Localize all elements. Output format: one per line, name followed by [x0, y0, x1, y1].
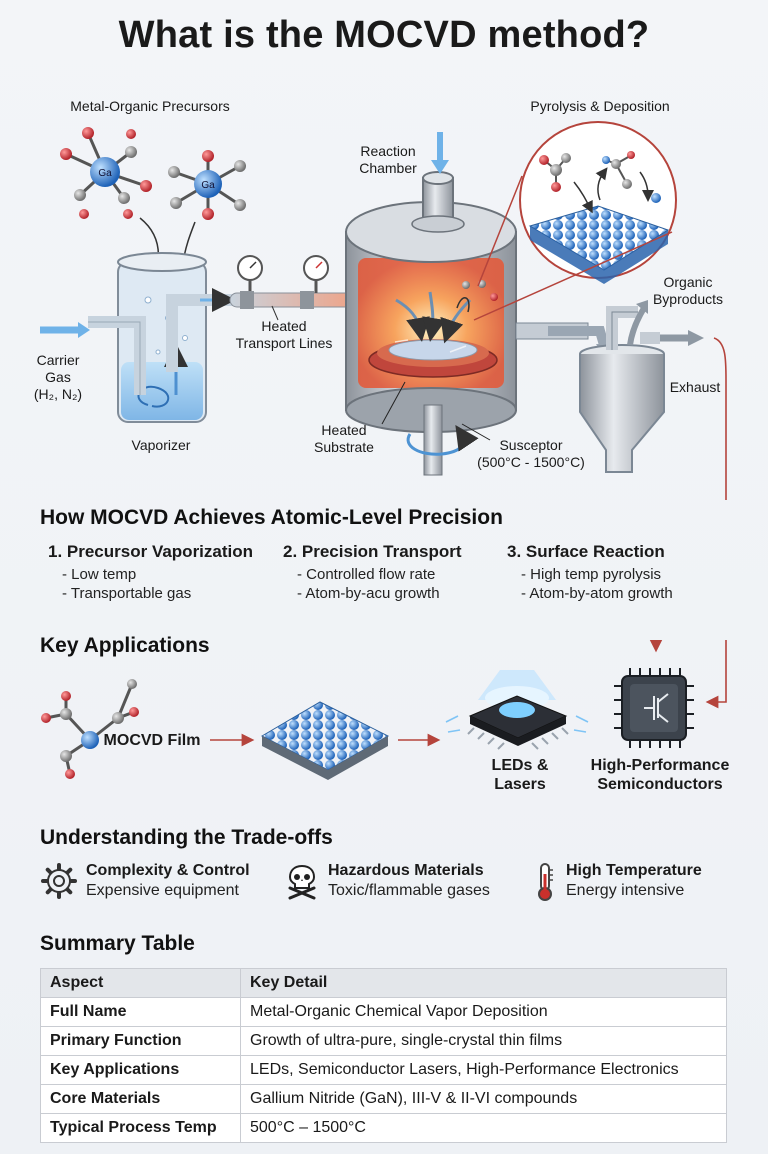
- page-title: What is the MOCVD method?: [118, 14, 650, 56]
- table-row: Primary Function Growth of ultra-pure, s…: [40, 1026, 727, 1056]
- table-row: Typical Process Temp 500°C – 1500°C: [40, 1113, 727, 1143]
- ga-symbol: Ga: [98, 168, 112, 179]
- pressure-gauge-1: [237, 255, 263, 293]
- tradeoff-hazardous: Hazardous Materials Toxic/flammable gase…: [284, 862, 490, 900]
- thermometer-icon: [538, 863, 553, 901]
- step-3-line-2: - Atom-by-atom growth: [521, 585, 673, 602]
- led-chip-icon: [445, 670, 589, 750]
- table-header-detail: Key Detail: [240, 968, 727, 998]
- table-cell: Full Name: [40, 997, 241, 1027]
- table-cell: Growth of ultra-pure, single-crystal thi…: [240, 1026, 727, 1056]
- table-row: Full Name Metal-Organic Chemical Vapor D…: [40, 997, 727, 1027]
- step-1-title: 1. Precursor Vaporization: [48, 542, 254, 561]
- applications-graphic: [41, 640, 727, 780]
- table-cell: Typical Process Temp: [40, 1113, 241, 1143]
- film-slab: [260, 701, 390, 780]
- tradeoff-1-desc: Expensive equipment: [86, 882, 239, 899]
- exhaust-unit: [579, 344, 665, 473]
- skull-icon: [288, 864, 316, 900]
- step-3-title: 3. Surface Reaction: [507, 542, 665, 561]
- table-cell: Core Materials: [40, 1084, 241, 1114]
- step-2-line-1: - Controlled flow rate: [297, 566, 436, 583]
- applications-heading: Key Applications: [40, 634, 210, 657]
- step-1: 1. Precursor Vaporization - Low temp - T…: [48, 542, 253, 603]
- gear-icon: [41, 863, 77, 899]
- label-carrier-gas: Carrier Gas (H₂, N₂): [33, 352, 83, 402]
- tradeoff-1-title: Complexity & Control: [86, 862, 250, 879]
- precursor-molecule-1: Ga: [60, 127, 152, 219]
- label-reaction-chamber: Reaction Chamber: [359, 143, 417, 176]
- tradeoff-complexity: Complexity & Control Expensive equipment: [40, 862, 250, 900]
- tradeoff-3-title: High Temperature: [566, 862, 702, 879]
- table-header-aspect: Aspect: [40, 968, 241, 998]
- step-2-title: 2. Precision Transport: [283, 542, 462, 561]
- precursor-molecule-2: Ga: [168, 150, 246, 220]
- table-row: Core Materials Gallium Nitride (GaN), II…: [40, 1084, 727, 1114]
- label-exhaust: Exhaust: [669, 379, 721, 395]
- reaction-chamber: [345, 171, 517, 476]
- pyrolysis-inset: [519, 121, 677, 284]
- semiconductor-chip-icon: [614, 668, 694, 748]
- tradeoff-2-title: Hazardous Materials: [328, 862, 484, 879]
- label-pyrolysis: Pyrolysis & Deposition: [530, 98, 670, 114]
- vaporizer: [117, 252, 207, 423]
- table-cell: LEDs, Semiconductor Lasers, High-Perform…: [240, 1055, 727, 1085]
- step-1-line-1: - Low temp: [62, 566, 137, 583]
- label-organic-byproducts: Organic Byproducts: [652, 274, 724, 307]
- pressure-gauge-2: [303, 255, 329, 293]
- mocvd-diagram: Ga Ga: [40, 121, 727, 500]
- label-heated-substrate: Heated Substrate: [314, 422, 374, 455]
- film-molecule: [41, 679, 139, 779]
- step-3: 3. Surface Reaction - High temp pyrolysi…: [507, 542, 673, 603]
- precision-heading: How MOCVD Achieves Atomic-Level Precisio…: [40, 506, 503, 529]
- tradeoff-temperature: High Temperature Energy intensive: [532, 862, 702, 902]
- table-row: Key Applications LEDs, Semiconductor Las…: [40, 1055, 727, 1085]
- tradeoff-3-desc: Energy intensive: [566, 882, 685, 899]
- label-precursors: Metal-Organic Precursors: [70, 98, 230, 114]
- film-label: MOCVD Film: [103, 732, 201, 749]
- label-heated-lines: Heated Transport Lines: [235, 318, 333, 351]
- table-cell: Gallium Nitride (GaN), III-V & II-VI com…: [240, 1084, 727, 1114]
- semiconductors-label: High-Performance Semiconductors: [590, 757, 730, 793]
- table-cell: Metal-Organic Chemical Vapor Deposition: [240, 997, 727, 1027]
- table-cell: 500°C – 1500°C: [240, 1113, 727, 1143]
- table-cell: Key Applications: [40, 1055, 241, 1085]
- step-1-line-2: - Transportable gas: [62, 585, 192, 602]
- step-2: 2. Precision Transport - Controlled flow…: [283, 542, 462, 603]
- step-3-line-1: - High temp pyrolysis: [521, 566, 662, 583]
- label-susceptor: Susceptor (500°C - 1500°C): [477, 437, 585, 470]
- tradeoff-2-desc: Toxic/flammable gases: [328, 882, 490, 899]
- step-2-line-2: - Atom-by-acu growth: [297, 585, 440, 602]
- leds-label: LEDs & Lasers: [491, 757, 549, 793]
- label-vaporizer: Vaporizer: [131, 437, 191, 453]
- tradeoffs-heading: Understanding the Trade-offs: [40, 826, 333, 849]
- table-header-row: Aspect Key Detail: [40, 968, 727, 998]
- summary-table: Aspect Key Detail Full Name Metal-Organi…: [40, 968, 727, 1143]
- svg-text:Ga: Ga: [201, 180, 215, 191]
- summary-heading: Summary Table: [40, 932, 195, 955]
- table-cell: Primary Function: [40, 1026, 241, 1056]
